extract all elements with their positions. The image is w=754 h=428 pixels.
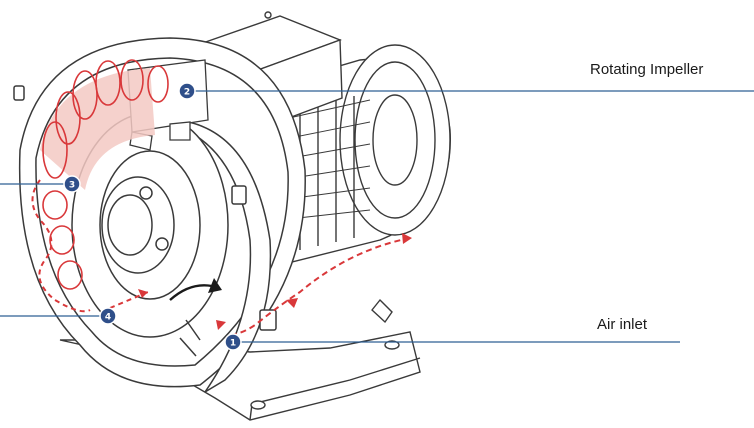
marker-1: 1 <box>224 333 242 351</box>
marker-2: 2 <box>178 82 196 100</box>
rotation-arrow-icon <box>169 278 222 301</box>
marker-3: 3 <box>63 175 81 193</box>
svg-text:4: 4 <box>105 313 111 323</box>
marker-4: 4 <box>99 307 117 325</box>
callout-lines <box>0 90 754 343</box>
svg-text:3: 3 <box>69 181 75 191</box>
airflow-channel <box>31 59 412 336</box>
svg-text:2: 2 <box>184 88 190 98</box>
label-air-inlet: Air inlet <box>597 316 648 333</box>
label-rotating-impeller: Rotating Impeller <box>590 61 704 78</box>
svg-text:1: 1 <box>230 339 236 349</box>
